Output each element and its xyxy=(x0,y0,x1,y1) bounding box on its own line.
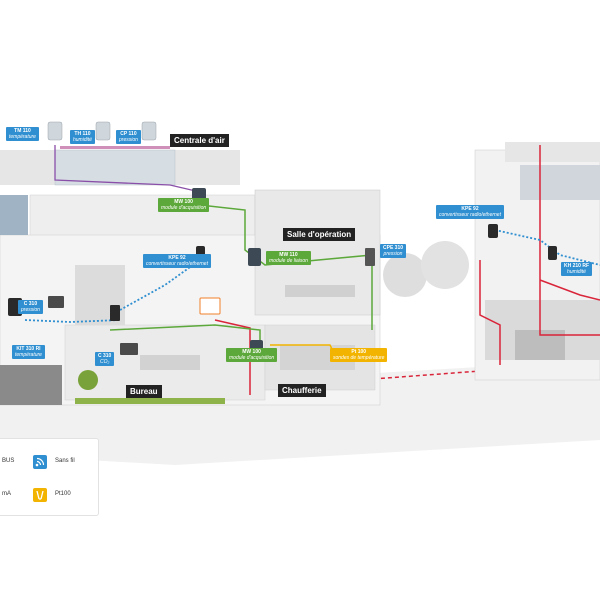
label-mw100b: MW 100 module d'acquisition xyxy=(226,348,278,362)
label-th110: TH 110 humidité xyxy=(70,130,95,144)
label-th110-desc: humidité xyxy=(73,137,92,143)
label-mw110: MW 110 module de liaison xyxy=(266,251,311,265)
label-kpe92a-desc: convertisseur radio/ethernet xyxy=(146,261,208,267)
right-building-roof xyxy=(505,142,600,162)
label-c310-co2: C 310 CO₂ xyxy=(95,352,115,366)
label-kpe92a-model: KPE 92 xyxy=(168,255,186,261)
label-cp110-model: CP 110 xyxy=(120,131,137,137)
label-mw100a-desc: module d'acquisition xyxy=(161,205,207,211)
label-tm110-model: TM 110 xyxy=(14,128,31,134)
label-pt100-model: Pt 100 xyxy=(351,349,367,355)
label-th110-model: TH 110 xyxy=(74,131,91,137)
label-pt100: Pt 100 sondes de température xyxy=(330,348,388,362)
red-line-right xyxy=(479,145,600,365)
label-kpe92b: KPE 92 convertisseur radio/ethernet xyxy=(436,205,504,219)
label-tm110-desc: température xyxy=(9,134,36,140)
sensor-tm110 xyxy=(47,121,63,141)
label-c310b-model: C 310 xyxy=(98,353,112,359)
room-label-centrale: Centrale d'air xyxy=(170,134,229,147)
pink-pipe xyxy=(60,146,170,149)
device-mw110 xyxy=(248,248,261,266)
bus-line xyxy=(54,145,201,193)
label-kh210: KH 210 RF humidité xyxy=(561,262,593,276)
label-cpe310-desc: pression xyxy=(383,251,403,257)
device-kh210 xyxy=(548,246,557,260)
label-mw100a-model: MW 100 xyxy=(174,199,193,205)
label-c310b-desc: CO₂ xyxy=(99,359,110,365)
tree xyxy=(421,241,469,289)
label-cp110-desc: pression xyxy=(119,137,138,143)
red-line-left xyxy=(214,319,251,395)
device-screen xyxy=(199,297,221,315)
label-kit310-desc: température xyxy=(15,352,42,358)
hedge xyxy=(75,398,225,404)
left-window xyxy=(0,195,28,235)
label-mw100a: MW 100 module d'acquisition xyxy=(158,198,210,212)
tree xyxy=(383,253,427,297)
label-cpe310-model: CPE 310 xyxy=(383,245,404,251)
wireless-link xyxy=(24,259,201,323)
room-label-salle: Salle d'opération xyxy=(283,228,356,241)
label-kpe92b-desc: convertisseur radio/ethernet xyxy=(439,212,501,218)
legend-pt100-label: Pt100 xyxy=(55,491,71,497)
device-c310 xyxy=(48,296,64,308)
label-kpe92b-model: KPE 92 xyxy=(461,206,479,212)
device-kpe92b xyxy=(488,224,498,238)
label-c310-pression: C 310 pression xyxy=(18,300,43,314)
label-cpe310: CPE 310 pression xyxy=(380,244,407,258)
wireless-icon xyxy=(33,455,47,469)
room-label-bureau: Bureau xyxy=(126,385,162,398)
legend-bus-label: BUS xyxy=(2,458,15,464)
label-pt100-desc: sondes de température xyxy=(333,355,385,361)
sensor-cp110 xyxy=(141,121,157,141)
air-handling-unit xyxy=(54,149,176,186)
label-kit310-model: KIT 310 RI xyxy=(16,346,41,352)
label-mw100b-model: MW 100 xyxy=(242,349,261,355)
label-kpe92a: KPE 92 convertisseur radio/ethernet xyxy=(143,254,211,268)
label-mw100b-desc: module d'acquisition xyxy=(229,355,275,361)
label-kit310: KIT 310 RI température xyxy=(12,345,45,359)
label-cp110: CP 110 pression xyxy=(116,130,141,144)
device-cpe310 xyxy=(365,248,375,266)
legend-ma-label: mA xyxy=(2,491,11,497)
garage-opening xyxy=(0,365,62,405)
operating-table xyxy=(285,285,355,297)
label-mw110-desc: module de liaison xyxy=(269,258,308,264)
label-c310a-model: C 310 xyxy=(23,301,38,307)
label-c310a-desc: pression xyxy=(21,307,40,313)
label-mw110-model: MW 110 xyxy=(279,252,298,258)
tree xyxy=(78,370,98,390)
pt100-probe-icon xyxy=(33,488,47,502)
legend-sansfil-label: Sans fil xyxy=(55,458,75,464)
legend-panel: BUS Sans fil mA Pt100 xyxy=(0,438,99,516)
room-label-chaufferie: Chaufferie xyxy=(278,384,326,397)
label-tm110: TM 110 température xyxy=(6,127,39,141)
label-kh210-desc: humidité xyxy=(567,269,586,275)
device-c310-co2 xyxy=(120,343,138,355)
label-kh210-model: KH 210 RF xyxy=(564,263,590,269)
desk xyxy=(140,355,200,370)
right-window-band xyxy=(520,165,600,200)
device-tablet xyxy=(110,305,120,321)
sensor-th110 xyxy=(95,121,111,141)
